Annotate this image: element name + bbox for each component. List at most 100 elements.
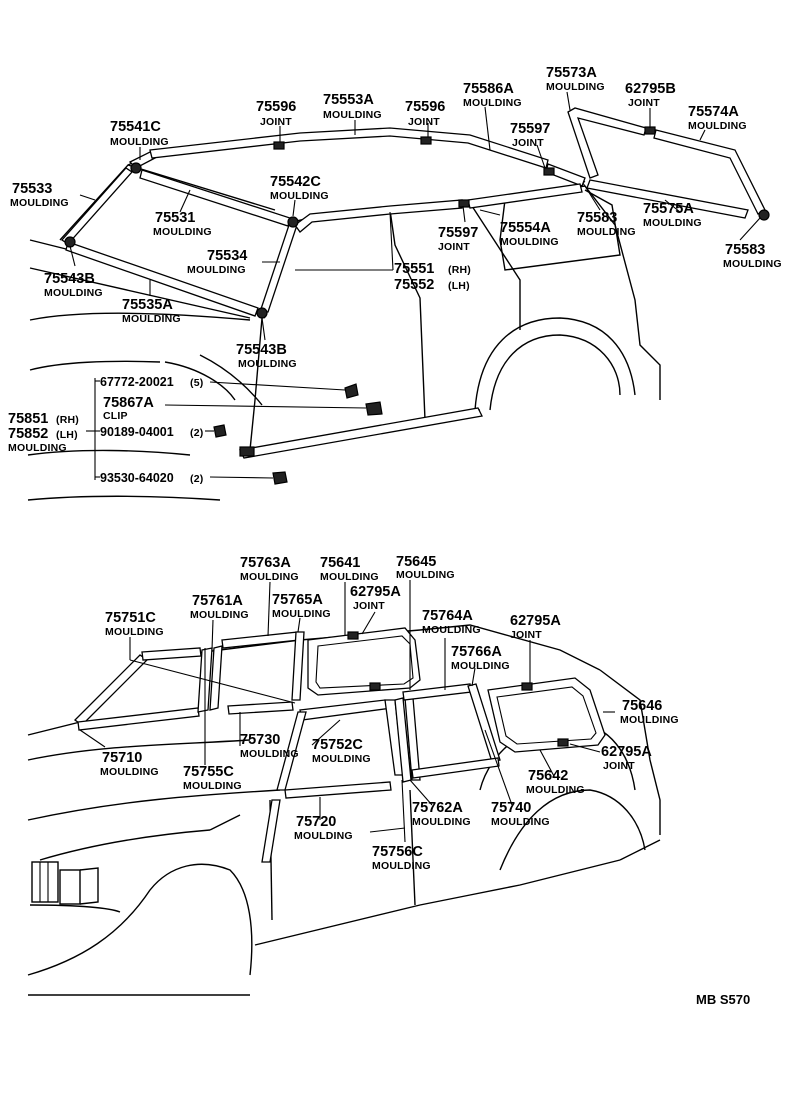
back-window-exploded [567,107,770,221]
label-75646: 75646 [622,698,662,714]
svg-text:MOULDING: MOULDING [396,569,455,581]
label-90189: 90189-04001 [100,425,174,439]
roof-joint-c [543,167,555,176]
label-75586A: 75586A [463,81,514,97]
svg-text:MOULDING: MOULDING [577,226,636,238]
lower-windshield-bottom [77,707,200,731]
svg-text:JOINT: JOINT [408,116,440,128]
svg-text:MOULDING: MOULDING [723,258,782,270]
roof-joint-b [420,136,432,145]
clip-67772 [344,383,359,399]
pillar-moulding [259,221,299,313]
rear-pillar-moulding [467,683,501,763]
label-75533: 75533 [12,181,52,197]
corner-piece-a [64,236,76,248]
svg-text:(RH): (RH) [56,414,79,426]
svg-text:MOULDING: MOULDING [240,571,299,583]
front-door-belt-moulding [227,701,294,715]
clip-75867A [365,401,383,416]
back-window-corner [758,209,770,221]
label-75765A: 75765A [272,592,323,608]
label-75542C: 75542C [270,174,321,190]
label-75740: 75740 [491,800,531,816]
label-75554A: 75554A [500,220,551,236]
svg-text:MOULDING: MOULDING [323,109,382,121]
svg-text:MOULDING: MOULDING [491,816,550,828]
svg-text:JOINT: JOINT [510,629,542,641]
svg-text:JOINT: JOINT [260,116,292,128]
svg-text:JOINT: JOINT [512,137,544,149]
svg-text:MOULDING: MOULDING [153,226,212,238]
label-75535A: 75535A [122,297,173,313]
label-75752C: 75752C [312,737,363,753]
windshield-side-moulding [61,167,133,245]
svg-text:(LH): (LH) [448,280,470,292]
svg-text:MOULDING: MOULDING [463,97,522,109]
label-75645: 75645 [396,554,436,570]
svg-text:(RH): (RH) [448,264,471,276]
svg-text:(LH): (LH) [56,429,78,441]
svg-text:JOINT: JOINT [353,600,385,612]
svg-text:MOULDING: MOULDING [422,624,481,636]
label-62795A-b: 62795A [510,613,561,629]
lower-windshield-side [73,654,149,726]
sill-end-cap [239,446,255,457]
label-75534: 75534 [207,248,247,264]
svg-text:MOULDING: MOULDING [688,120,747,132]
roof-joint-a [273,141,285,150]
diagram-code: MB S570 [696,992,750,1007]
label-75531: 75531 [155,210,195,226]
label-75597-a: 75597 [510,121,550,137]
svg-text:MOULDING: MOULDING [187,264,246,276]
svg-text:MOULDING: MOULDING [10,197,69,209]
svg-text:MOULDING: MOULDING [643,217,702,229]
rear-quarter-joint-a [521,682,533,691]
upper-leader-lines [69,91,761,480]
label-75596-b: 75596 [405,99,445,115]
corner-piece-b [130,162,142,174]
side-sill-moulding [239,407,483,459]
label-75851: 75851 [8,411,48,427]
center-pillar-moulding [291,631,305,701]
svg-text:MOULDING: MOULDING [270,190,329,202]
rear-door-upper-moulding [299,699,394,721]
svg-text:MOULDING: MOULDING [122,313,181,325]
label-75755C: 75755C [183,764,234,780]
label-75551: 75551 [394,261,434,277]
lower-leader-lines [79,580,615,843]
svg-text:MOULDING: MOULDING [412,816,471,828]
label-75751C: 75751C [105,610,156,626]
corner-piece-c [287,216,299,228]
label-75762A: 75762A [412,800,463,816]
label-62795A-a: 62795A [350,584,401,600]
svg-text:MOULDING: MOULDING [312,753,371,765]
svg-text:MOULDING: MOULDING [238,358,297,370]
corner-piece-d [256,307,268,319]
rear-quarter-joint-b [557,738,569,747]
svg-text:MOULDING: MOULDING [320,571,379,583]
upper-fasteners [213,383,383,485]
upper-mouldings [61,127,586,459]
label-75583-a: 75583 [577,210,617,226]
label-75766A: 75766A [451,644,502,660]
back-window-upper-moulding [567,107,647,179]
door-frame-moulding-rh [294,199,463,233]
quarter-joint-b [369,682,381,691]
rear-side-belt-moulding [411,757,500,779]
front-pillar-b [209,645,223,711]
svg-text:MOULDING: MOULDING [546,81,605,93]
rear-window-upper-moulding [467,183,583,209]
screw-90189 [213,424,227,438]
svg-text:MOULDING: MOULDING [240,748,299,760]
lower-windshield-upper [141,647,202,661]
label-93530: 93530-64020 [100,471,174,485]
lower-pillar-moulding [261,799,281,863]
label-75764A: 75764A [422,608,473,624]
label-75641: 75641 [320,555,360,571]
label-75553A: 75553A [323,92,374,108]
svg-text:MOULDING: MOULDING [372,860,431,872]
label-75763A: 75763A [240,555,291,571]
label-75730: 75730 [240,732,280,748]
svg-text:MOULDING: MOULDING [44,287,103,299]
